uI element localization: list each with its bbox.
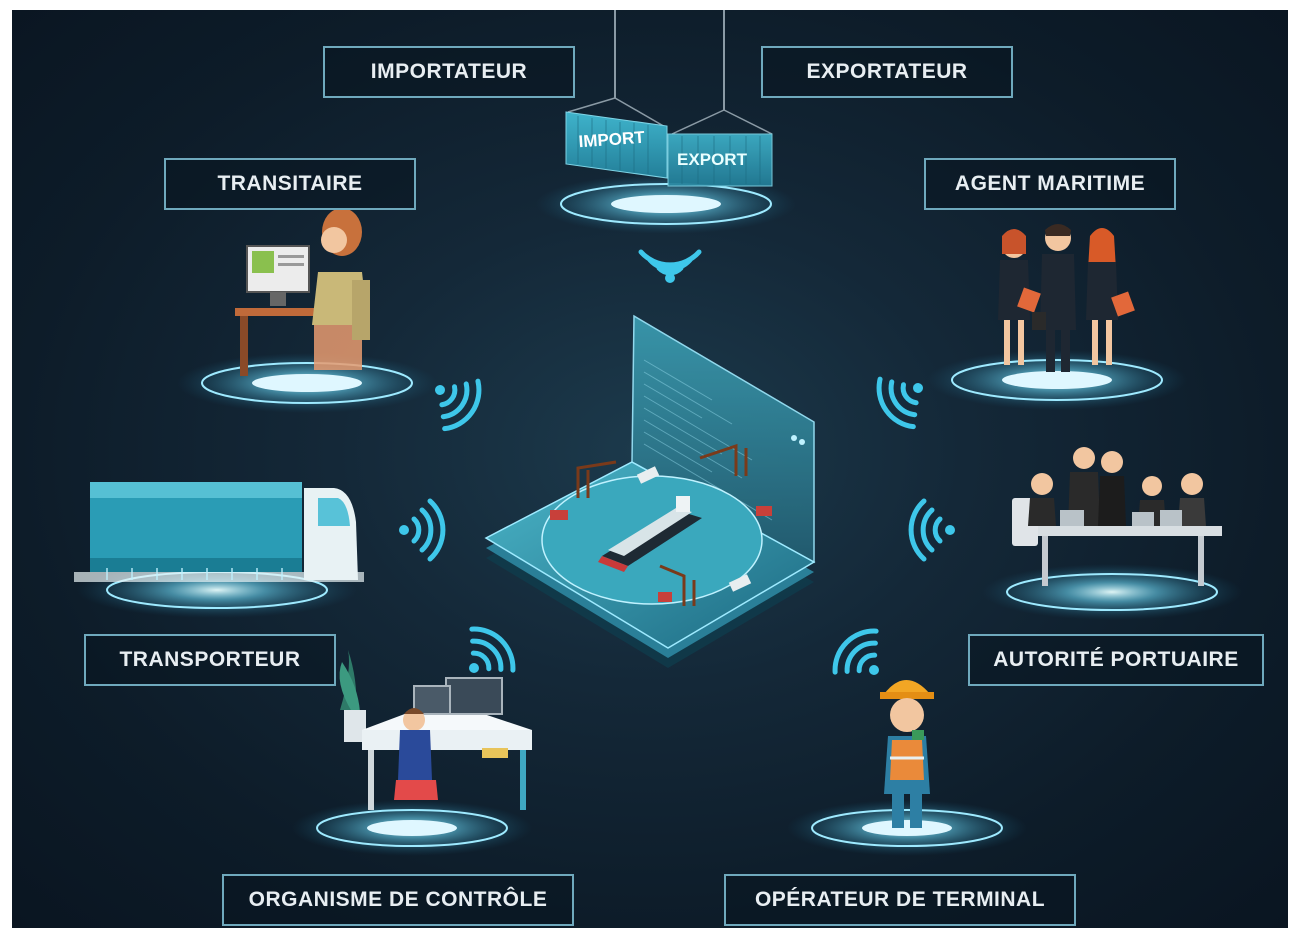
network-diagram: IMPORT EXPORT [12, 10, 1288, 928]
label-autorite-portuaire: AUTORITÉ PORTUAIRE [968, 634, 1264, 686]
signal-icon-agent-maritime [876, 376, 923, 430]
platform-agent-maritime [927, 350, 1187, 410]
label-transitaire: TRANSITAIRE [164, 158, 416, 210]
platform-transitaire [177, 353, 437, 413]
signal-icon-top [638, 249, 702, 283]
central-port-tablet-illustration [484, 314, 816, 668]
autorite-portuaire-illustration [1012, 447, 1222, 586]
operateur-terminal-illustration [880, 680, 934, 828]
export-container-label: EXPORT [677, 150, 748, 169]
transporteur-truck-illustration [74, 482, 364, 582]
label-organisme-controle: ORGANISME DE CONTRÔLE [222, 874, 574, 926]
agent-maritime-illustration [998, 224, 1135, 372]
label-transporteur: TRANSPORTEUR [84, 634, 336, 686]
diagram-artwork: IMPORT EXPORT [74, 10, 1242, 856]
label-operateur-terminal: OPÉRATEUR DE TERMINAL [724, 874, 1076, 926]
organisme-controle-illustration [339, 650, 532, 810]
transitaire-illustration [235, 208, 370, 376]
platform-operateur-terminal [787, 800, 1027, 856]
containers-illustration: IMPORT EXPORT [565, 10, 773, 187]
import-container-label: IMPORT [578, 128, 646, 152]
signal-icon-transitaire [435, 378, 482, 432]
signal-icon-operateur-terminal [832, 628, 879, 675]
label-exportateur: EXPORTATEUR [761, 46, 1013, 98]
label-agent-maritime: AGENT MARITIME [924, 158, 1176, 210]
signal-icon-organisme-controle [469, 626, 516, 673]
label-importateur: IMPORTATEUR [323, 46, 575, 98]
platform-import-export [536, 174, 796, 234]
platform-organisme-controle [292, 800, 532, 856]
signal-icon-transporteur [399, 498, 446, 562]
signal-icon-autorite-portuaire [908, 498, 955, 562]
